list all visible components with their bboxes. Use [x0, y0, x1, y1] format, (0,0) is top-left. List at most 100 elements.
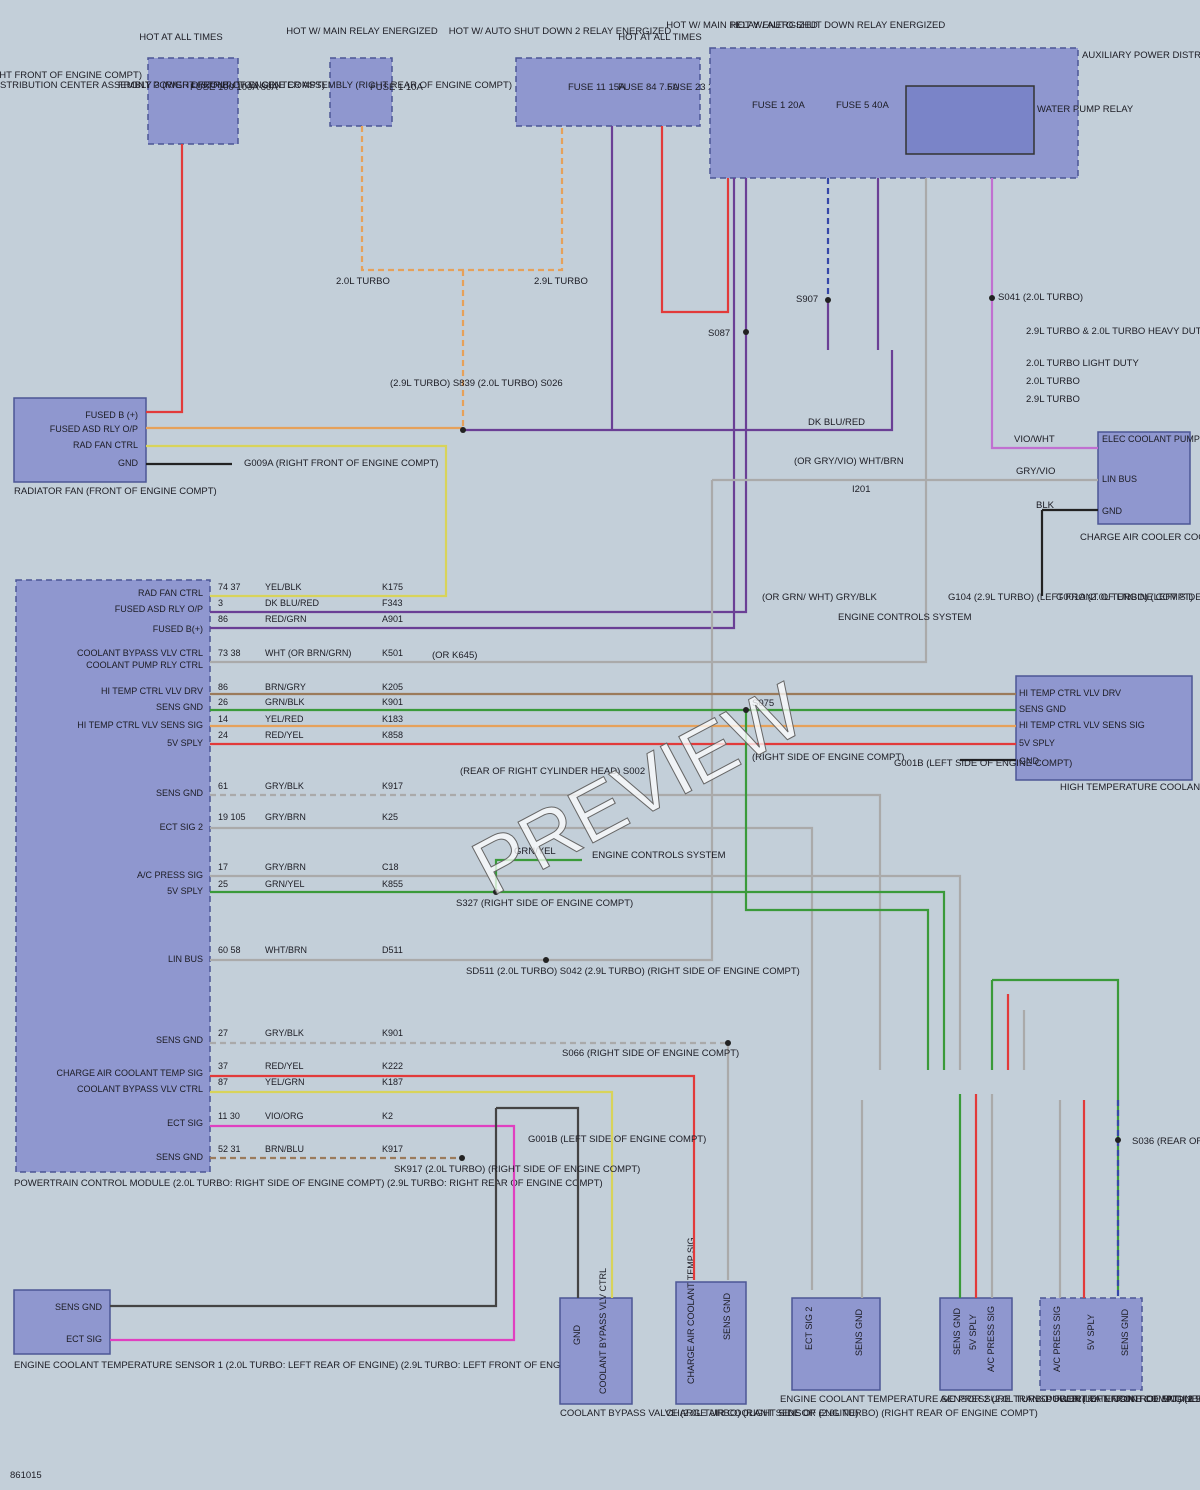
wire-row-1-pins: 74 37: [218, 582, 241, 592]
wire-red-yel-k222: [210, 1074, 696, 1280]
label-s907: S907: [796, 294, 818, 305]
fpdc-box: [515, 57, 701, 127]
pcm2-box: [1039, 1297, 1143, 1391]
splice-s907: [825, 297, 831, 303]
wire-row-15-color: RED/YEL: [265, 1061, 304, 1071]
wire-row-11-code: C18: [382, 862, 399, 872]
header-hot-all-times-2: HOT AT ALL TIMES: [618, 32, 701, 43]
water-pump-relay-box: [905, 85, 1035, 155]
wire-gry-blk-s002: [540, 793, 882, 1070]
wire-row-17-pins: 11 30: [218, 1111, 240, 1121]
pcm-pin-9: 5V SPLY: [167, 738, 203, 748]
pcm-pin-5: COOLANT PUMP RLY CTRL: [86, 660, 203, 670]
label-gry-vio: GRY/VIO: [1016, 466, 1055, 477]
pcm-label: POWERTRAIN CONTROL MODULE (2.0L TURBO: R…: [14, 1178, 603, 1189]
wire-row-3-pins: 86: [218, 614, 228, 624]
wire-row-5-code: K205: [382, 682, 403, 692]
header-hot-main-relay-1: HOT W/ MAIN RELAY ENERGIZED: [286, 26, 438, 37]
pcm-pin-10: SENS GND: [156, 788, 204, 798]
fuse-remote-label: FUSE 100 100A 80A: [190, 82, 278, 93]
label-s002: (REAR OF RIGHT CYLINDER HEAD) S002: [460, 766, 645, 777]
splice-s036: [1115, 1137, 1121, 1143]
fuse-fpdc-84: FUSE 84 7.5A: [618, 82, 679, 93]
splice-sd511: [543, 957, 549, 963]
label-s036: S036 (REAR OF ENGINE COMPT): [1132, 1136, 1200, 1147]
pcm-pin-7: SENS GND: [156, 702, 204, 712]
splice-sk917: [459, 1155, 465, 1161]
ac-pin-1: SENS GND: [952, 1307, 962, 1355]
radiator-pin-4: GND: [118, 458, 139, 468]
wire-red-fused-b: [146, 144, 184, 414]
ect1-box: [13, 1289, 111, 1355]
hi-temp-valve-box: [1015, 675, 1193, 781]
pcm-pin-8: HI TEMP CTRL VLV SENS SIG: [77, 720, 203, 730]
wire-row-16-code: K187: [382, 1077, 403, 1087]
wire-red-grn-a901: [210, 178, 736, 630]
pcm2-label: POWERTRAIN CONTROL MODULE 2 (2.9L TURBO)…: [1046, 1394, 1200, 1405]
wire-row-16-pins: 87: [218, 1077, 228, 1087]
wire-row-15-pins: 37: [218, 1061, 228, 1071]
pcm-pin-14: LIN BUS: [168, 954, 203, 964]
pcm-pin-13: 5V SPLY: [167, 886, 203, 896]
wire-row-10-color: GRY/BRN: [265, 812, 306, 822]
pcm2-pin-2: 5V SPLY: [1086, 1314, 1096, 1350]
pcm-pin-2: FUSED ASD RLY O/P: [115, 604, 203, 614]
wire-row-7-code: K183: [382, 714, 403, 724]
wire-grn-blk-s075: [744, 710, 930, 1070]
wire-row-7-pins: 14: [218, 714, 228, 724]
splice-s041: [989, 295, 995, 301]
wire-row-15-code: K222: [382, 1061, 403, 1071]
pump-pin-2: LIN BUS: [1102, 474, 1137, 484]
ect1-label: ENGINE COOLANT TEMPERATURE SENSOR 1 (2.0…: [14, 1360, 579, 1371]
legend-3: 2.0L TURBO: [1026, 376, 1080, 387]
pcm-pin-3: FUSED B(+): [153, 624, 203, 634]
bottom-pin-labels: GND COOLANT BYPASS VLV CTRL CHARGE AIR C…: [572, 1237, 1130, 1394]
bypass-valve-label: COOLANT BYPASS VALVE (2.0L TURBO) (RIGHT…: [560, 1408, 858, 1419]
charge-air-pump-box: [1097, 431, 1191, 525]
legend: 2.9L TURBO & 2.0L TURBO HEAVY DUTY 2.0L …: [1026, 326, 1200, 405]
wire-dk-blu-red-f343: [210, 178, 748, 614]
pump-pin-3: GND: [1102, 506, 1123, 516]
wire-row-18-pins: 52 31: [218, 1144, 241, 1154]
wire-grn-yel-ecs: [494, 858, 582, 892]
pcm-box: [15, 579, 211, 1173]
wire-row-4-pins: 73 38: [218, 648, 241, 658]
wire-row-17-code: K2: [382, 1111, 393, 1121]
label-i201: I201: [852, 484, 871, 495]
wire-row-13-color: WHT/BRN: [265, 945, 307, 955]
wire-row-8-color: RED/YEL: [265, 730, 304, 740]
water-pump-relay-label: WATER PUMP RELAY: [1037, 104, 1134, 115]
label-turbo-20-a: 2.0L TURBO: [336, 276, 390, 287]
wire-row-2-pins: 3: [218, 598, 223, 608]
wire-row-12-code: K855: [382, 879, 403, 889]
wire-row-2-color: DK BLU/RED: [265, 598, 320, 608]
label-s026: (2.9L TURBO) S839 (2.0L TURBO) S026: [390, 378, 563, 389]
splice-s026: [460, 427, 466, 433]
radiator-fan-label: RADIATOR FAN (FRONT OF ENGINE COMPT): [14, 486, 217, 497]
label-s075: S075: [752, 698, 774, 709]
wire-row-8-pins: 24: [218, 730, 228, 740]
wire-row-2-code: F343: [382, 598, 403, 608]
pcm-pin-17: COOLANT BYPASS VLV CTRL: [77, 1084, 203, 1094]
charge-pin-2: SENS GND: [722, 1292, 732, 1340]
header-hot-asd: HOT W/ AUTO SHUT DOWN RELAY ENERGIZED: [731, 20, 946, 31]
label-sd511: SD511 (2.0L TURBO) S042 (2.9L TURBO) (RI…: [466, 966, 800, 977]
splice-dots: [459, 295, 1121, 1161]
ac-transducer-box: [939, 1297, 1013, 1391]
pcm-pin-11: ECT SIG 2: [160, 822, 203, 832]
wire-row-4-code: K501: [382, 648, 403, 658]
wire-row-11-pins: 17: [218, 862, 228, 872]
pcm-pin-16: CHARGE AIR COOLANT TEMP SIG: [56, 1068, 203, 1078]
wire-ect1-gnd: [110, 1106, 580, 1308]
wire-row-12-color: GRN/YEL: [265, 879, 305, 889]
charge-air-sensor-label: CHARGE AIR COOLANT SENSOR (2.0L TURBO) (…: [666, 1408, 1038, 1419]
wire-row-5-color: BRN/GRY: [265, 682, 306, 692]
remote-jump-box: [147, 57, 239, 145]
fuse-apdc3-label: FUSE 1 10A: [370, 82, 423, 93]
wire-row-9-code: K917: [382, 781, 403, 791]
hi-temp-pin-1: HI TEMP CTRL VLV DRV: [1019, 688, 1121, 698]
wire-blk-grn-pcm2: [992, 978, 1120, 1290]
label-blk: BLK: [1036, 500, 1055, 511]
apdc3-label: AUXILIARY POWER DISTRIBUTION CENTER ASSE…: [0, 80, 325, 91]
